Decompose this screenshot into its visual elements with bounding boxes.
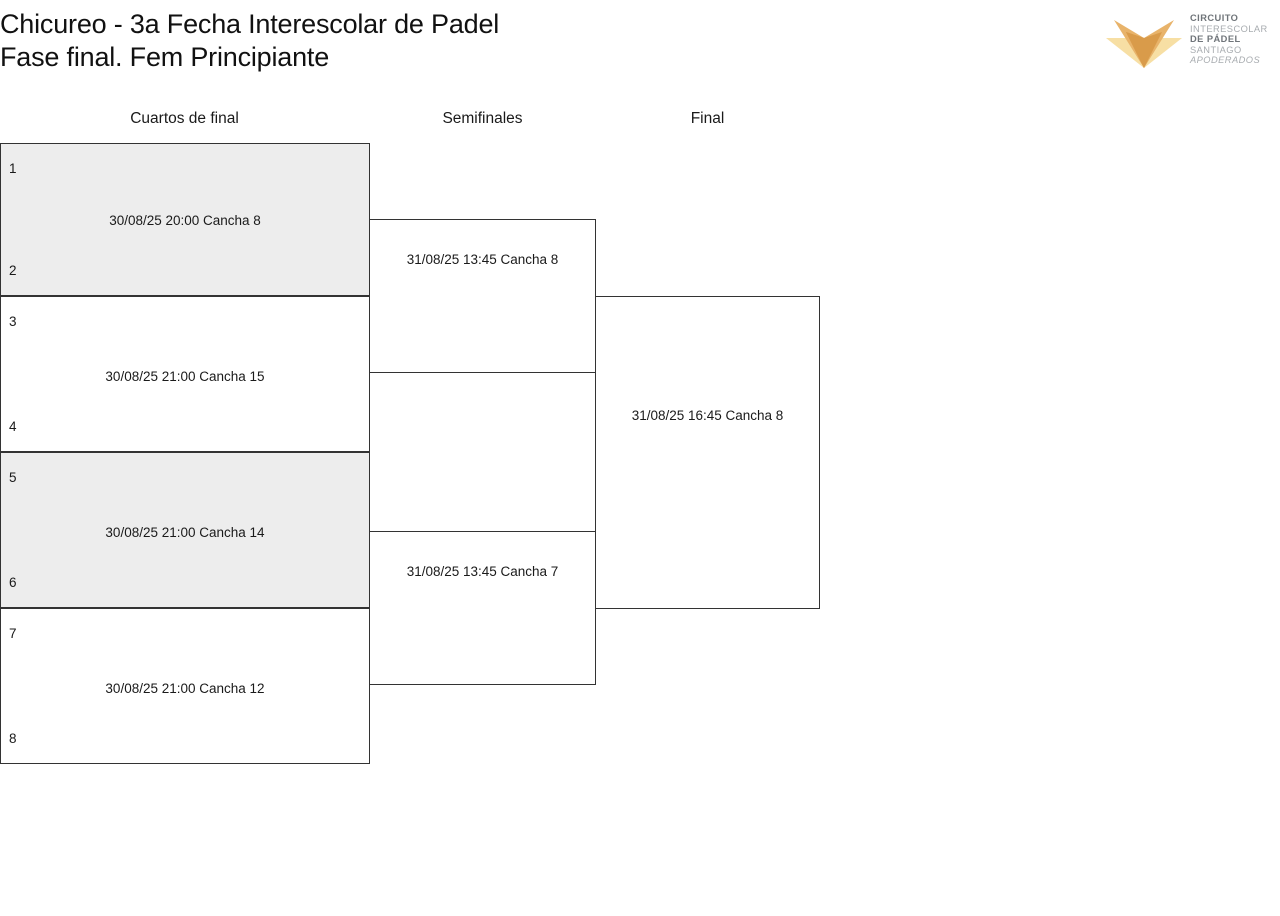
match-box-final[interactable]: 31/08/25 16:45 Cancha 8 (595, 296, 820, 609)
page-title: Chicureo - 3a Fecha Interescolar de Pade… (0, 8, 499, 74)
match-box-quarterfinal-2[interactable]: 3 4 30/08/25 21:00 Cancha 15 (0, 296, 370, 452)
seed-number: 1 (9, 161, 17, 176)
match-schedule-info: 31/08/25 16:45 Cancha 8 (631, 408, 784, 423)
column-header-final: Final (690, 110, 725, 127)
match-schedule-info: 31/08/25 13:45 Cancha 7 (406, 564, 559, 579)
match-box-semifinal-1[interactable]: 31/08/25 13:45 Cancha 8 (369, 219, 596, 373)
seed-number: 8 (9, 730, 17, 746)
logo-line-apoderados: APODERADOS (1190, 55, 1261, 65)
logo-line-de-padel: DE PÁDEL (1190, 34, 1241, 44)
match-box-quarterfinal-4[interactable]: 7 8 30/08/25 21:00 Cancha 12 (0, 608, 370, 764)
seed-number: 6 (9, 574, 17, 590)
match-schedule-info: 30/08/25 21:00 Cancha 15 (105, 369, 265, 384)
title-line-2: Fase final. Fem Principiante (0, 42, 330, 72)
chevron-arrow-logo-icon (1104, 12, 1184, 70)
seed-number: 4 (9, 418, 17, 434)
tournament-logo: CIRCUITO INTERESCOLAR DE PÁDEL SANTIAGO … (1104, 10, 1276, 74)
match-schedule-info: 31/08/25 13:45 Cancha 8 (406, 252, 559, 267)
match-schedule-info: 30/08/25 21:00 Cancha 12 (105, 681, 265, 696)
match-box-quarterfinal-3[interactable]: 5 6 30/08/25 21:00 Cancha 14 (0, 452, 370, 608)
logo-wordmark: CIRCUITO INTERESCOLAR DE PÁDEL SANTIAGO … (1190, 13, 1276, 66)
title-line-1: Chicureo - 3a Fecha Interescolar de Pade… (0, 9, 500, 39)
seed-number: 5 (9, 470, 17, 485)
seed-number: 2 (9, 262, 17, 278)
column-header-semifinales: Semifinales (442, 110, 523, 127)
match-schedule-info: 30/08/25 21:00 Cancha 14 (105, 525, 265, 540)
match-box-semifinal-2[interactable]: 31/08/25 13:45 Cancha 7 (369, 531, 596, 685)
match-box-quarterfinal-1[interactable]: 1 2 30/08/25 20:00 Cancha 8 (0, 143, 370, 296)
logo-line-circuito: CIRCUITO (1190, 13, 1239, 23)
column-header-cuartos-de-final: Cuartos de final (130, 110, 239, 127)
seed-number: 3 (9, 314, 17, 329)
logo-line-santiago: SANTIAGO (1190, 44, 1242, 55)
match-schedule-info: 30/08/25 20:00 Cancha 8 (109, 213, 261, 228)
logo-line-interescolar: INTERESCOLAR (1190, 23, 1268, 34)
seed-number: 7 (9, 626, 17, 641)
page-header: Chicureo - 3a Fecha Interescolar de Pade… (0, 0, 1280, 92)
